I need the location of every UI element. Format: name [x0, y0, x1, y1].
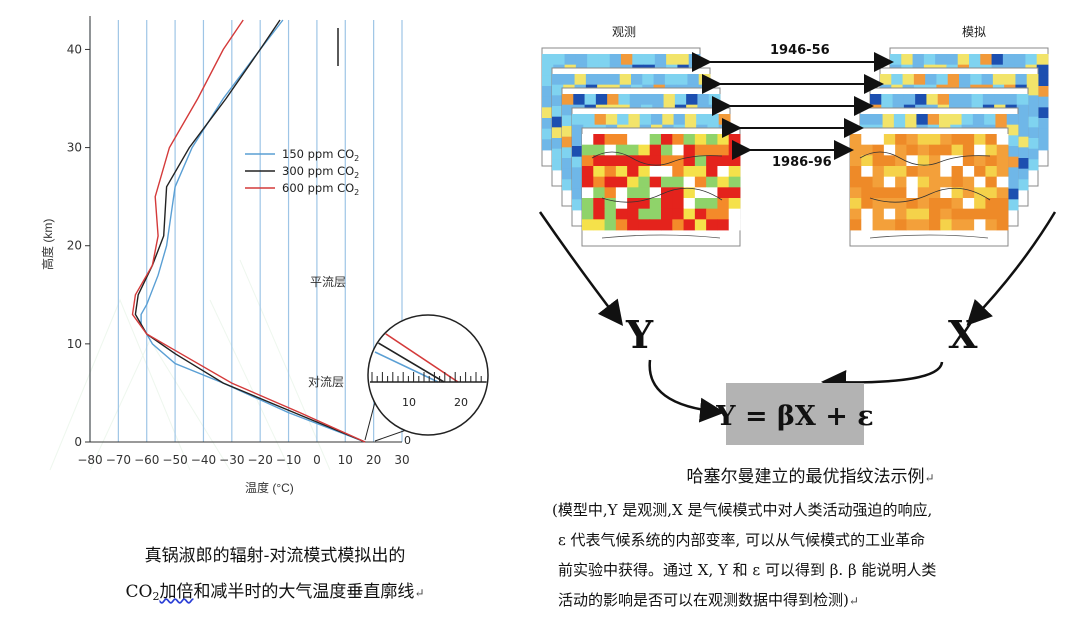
fingerprint-method-figure: 观测 模拟 1946-56 1986-96 Y X Y = βX + ε	[538, 25, 1057, 445]
x-tick-label: −30	[219, 453, 244, 467]
inset-zero-label: 0	[404, 434, 411, 447]
y-tick-label: 20	[67, 239, 82, 253]
legend-subscript: 2	[354, 171, 359, 180]
observation-label: 观测	[612, 25, 636, 39]
legend-entry: 150 ppm CO2	[282, 147, 359, 163]
inset-line-300	[374, 340, 445, 383]
left-caption-line2: CO2加倍和减半时的大气温度垂直廓线↵	[60, 574, 490, 615]
right-caption-title: 哈塞尔曼建立的最优指纹法示例↵	[548, 462, 1073, 493]
right-caption-line-2: ε 代表气候系统的内部变率, 可以从气候模式的工业革命	[558, 531, 926, 549]
x-tick-label: 10	[338, 453, 353, 467]
paragraph-mark-icon: ↵	[924, 471, 935, 485]
right-caption-line-4: 活动的影响是否可以在观测数据中得到检测)↵	[558, 585, 1073, 616]
x-tick-label: 30	[394, 453, 409, 467]
y-tick-label: 0	[74, 435, 82, 449]
right-figure-caption: 哈塞尔曼建立的最优指纹法示例↵ (模型中,Y 是观测,X 是气候模式中对人类活动…	[548, 462, 1073, 616]
right-caption-line-4-text: 活动的影响是否可以在观测数据中得到检测)	[558, 591, 849, 609]
inset-tick-10: 10	[402, 396, 416, 409]
caption-rest-text: 和减半时的大气温度垂直廓线	[193, 582, 415, 602]
y-tick-label: 40	[67, 42, 82, 56]
x-tick-label: −80	[77, 453, 102, 467]
legend-entry: 600 ppm CO2	[282, 181, 359, 197]
arrow-y-to-formula	[648, 359, 725, 423]
x-symbol: X	[948, 312, 978, 357]
legend-subscript: 2	[354, 154, 359, 163]
series-line	[131, 19, 366, 443]
observation-map-stack	[541, 47, 741, 247]
paragraph-mark-icon: ↵	[848, 594, 859, 608]
period-top-label: 1946-56	[770, 43, 830, 58]
series-lines	[131, 19, 366, 443]
series-line	[134, 19, 366, 443]
axes	[85, 16, 402, 443]
arrow-sim-to-x	[966, 211, 1057, 326]
y-axis-label: 高度 (km)	[40, 219, 55, 270]
left-figure-caption: 真锅淑郎的辐射-对流模式模拟出的 CO2加倍和减半时的大气温度垂直廓线↵	[60, 538, 490, 615]
y-tick-label: 30	[67, 141, 82, 155]
spellcheck-underlined-text: 加倍	[159, 582, 194, 602]
right-caption-title-text: 哈塞尔曼建立的最优指纹法示例	[686, 467, 925, 487]
right-caption-line-3: 前实验中获得。通过 X, Y 和 ε 可以得到 β. β 能说明人类	[558, 561, 937, 579]
map-panel	[581, 127, 741, 247]
left-caption-line1: 真锅淑郎的辐射-对流模式模拟出的	[144, 546, 406, 566]
x-tick-label: −70	[106, 453, 131, 467]
x-tick-label: −60	[134, 453, 159, 467]
x-tick-label: −40	[191, 453, 216, 467]
right-caption-line-1: (模型中,Y 是观测,X 是气候模式中对人类活动强迫的响应,	[552, 501, 933, 519]
y-tick-labels: 0 10 20 30 40	[67, 42, 82, 449]
paragraph-mark-icon: ↵	[414, 586, 425, 600]
period-bottom-label: 1986-96	[772, 155, 832, 170]
y-tick-label: 10	[67, 337, 82, 351]
arrow-x-to-formula	[821, 361, 944, 396]
annotation-troposphere: 对流层	[308, 375, 344, 389]
vertical-grid-lines	[89, 20, 403, 442]
inset-line-150	[374, 351, 439, 383]
co2-text: CO	[125, 582, 153, 602]
x-tick-label: 0	[313, 453, 321, 467]
simulation-map-stack	[849, 47, 1049, 247]
x-axis-label: 温度 (°C)	[245, 480, 294, 495]
formula-box	[726, 383, 864, 445]
period-arrows	[692, 52, 894, 160]
co2-subscript: 2	[152, 590, 160, 603]
arrow-obs-to-y	[538, 211, 624, 326]
inset-tick-20: 20	[454, 396, 468, 409]
formula-text: Y = βX + ε	[715, 401, 873, 432]
x-tick-labels: −80 −70−60−50 −40−30 −20−10 0 10 20 30	[77, 453, 409, 467]
legend-subscript: 2	[354, 188, 359, 197]
map-panel	[849, 127, 1009, 247]
simulation-label: 模拟	[962, 25, 986, 39]
x-tick-label: −50	[162, 453, 187, 467]
x-tick-label: −10	[276, 453, 301, 467]
x-tick-label: 20	[366, 453, 381, 467]
x-tick-label: −20	[248, 453, 273, 467]
annotation-stratosphere: 平流层	[310, 275, 346, 289]
y-symbol: Y	[625, 312, 654, 357]
zoom-inset: 10 20 0	[364, 314, 489, 447]
legend-entry: 300 ppm CO2	[282, 164, 359, 180]
series-line	[140, 19, 366, 443]
